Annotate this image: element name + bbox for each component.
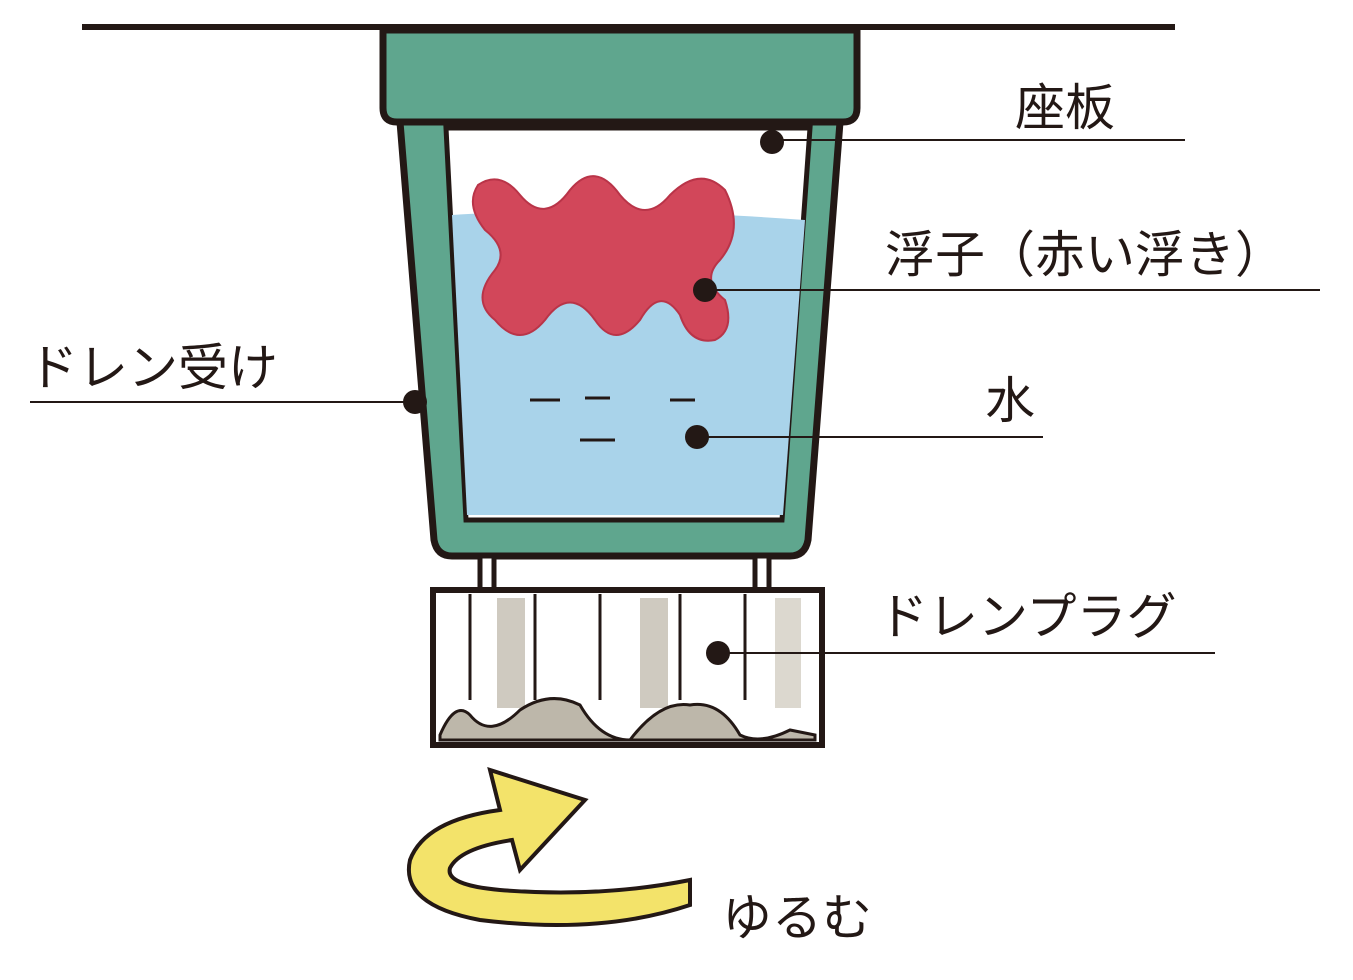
leg-left	[477, 553, 497, 593]
drain-plug	[430, 587, 825, 748]
label-drain-receiver: ドレン受け	[28, 339, 278, 397]
label-water: 水	[985, 372, 1035, 430]
label-float: 浮子（赤い浮き）	[885, 226, 1285, 284]
dot-float	[693, 278, 717, 302]
loosen-arrow-icon	[406, 767, 692, 927]
label-seat-plate: 座板	[1015, 79, 1115, 137]
water-ripple	[530, 396, 695, 442]
label-drain-plug: ドレンプラグ	[878, 588, 1177, 646]
dot-water	[685, 425, 709, 449]
dot-drain-receiver	[403, 390, 427, 414]
seat-plate	[379, 26, 861, 126]
leg-right	[752, 553, 772, 593]
dot-seat-plate	[760, 130, 784, 154]
label-loosen: ゆるむ	[722, 889, 872, 947]
dot-drain-plug	[706, 641, 730, 665]
red-float	[471, 175, 735, 342]
